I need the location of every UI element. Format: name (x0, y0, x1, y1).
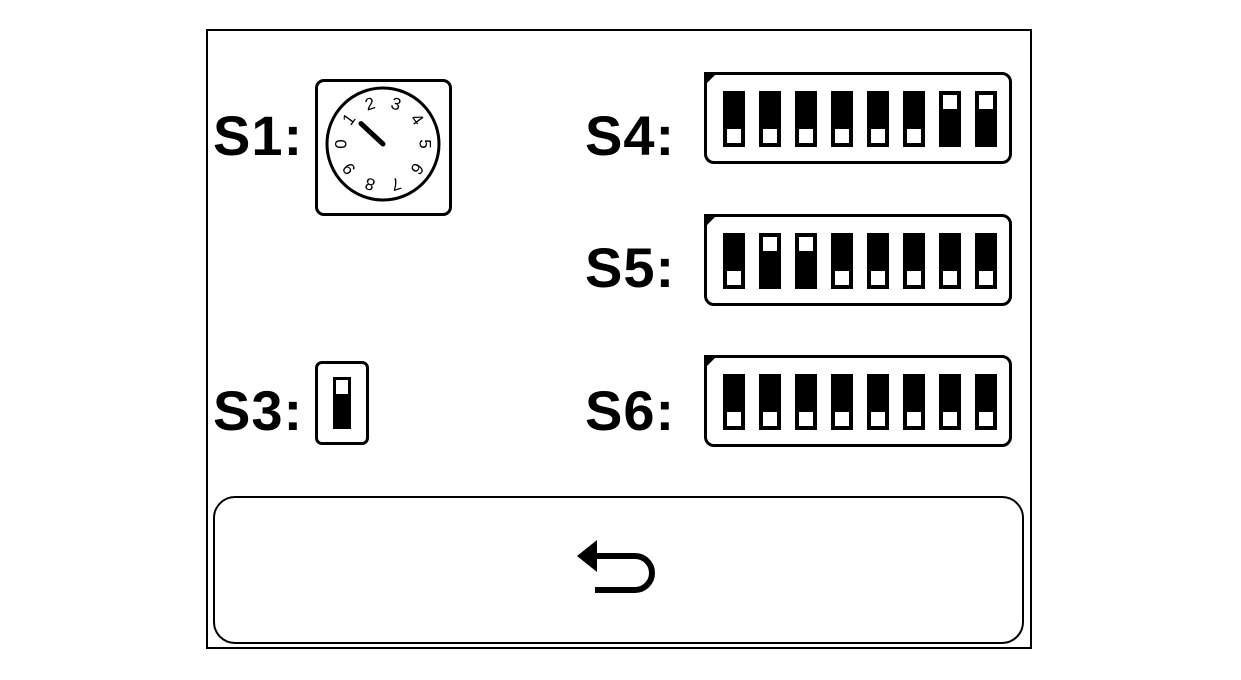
s3-knob (336, 380, 348, 394)
s3-slide-switch[interactable] (315, 361, 369, 445)
rotary-pointer (358, 121, 386, 147)
switch-knob (979, 95, 993, 109)
s4-switch-5[interactable] (867, 91, 889, 147)
s4-switch-6[interactable] (903, 91, 925, 147)
s3-slot (333, 377, 351, 429)
s4-dip-switch (704, 72, 1012, 164)
switch-knob (907, 412, 921, 426)
switch-knob (727, 129, 741, 143)
s5-switch-4[interactable] (831, 233, 853, 289)
switch-knob (763, 412, 777, 426)
s4-switch-1[interactable] (723, 91, 745, 147)
switch-knob (943, 412, 957, 426)
s6-switch-6[interactable] (903, 374, 925, 430)
switch-knob (943, 271, 957, 285)
switch-knob (979, 271, 993, 285)
s5-switch-6[interactable] (903, 233, 925, 289)
s5-switch-3[interactable] (795, 233, 817, 289)
switch-knob (871, 271, 885, 285)
switch-knob (943, 95, 957, 109)
s6-switch-5[interactable] (867, 374, 889, 430)
s6-switch-8[interactable] (975, 374, 997, 430)
switch-knob (727, 271, 741, 285)
switch-knob (907, 129, 921, 143)
s5-switch-2[interactable] (759, 233, 781, 289)
switch-knob (799, 237, 813, 251)
back-button[interactable] (213, 496, 1024, 644)
s1-label: S1: (213, 104, 304, 167)
s6-switch-2[interactable] (759, 374, 781, 430)
dial-digit-5: 5 (416, 139, 435, 148)
s3-label: S3: (213, 379, 304, 442)
switch-knob (835, 129, 849, 143)
s6-dip-switch (704, 355, 1012, 447)
switch-knob (763, 237, 777, 251)
s4-switch-2[interactable] (759, 91, 781, 147)
s5-switch-8[interactable] (975, 233, 997, 289)
s5-switch-5[interactable] (867, 233, 889, 289)
switch-knob (871, 412, 885, 426)
s5-dip-switch (704, 214, 1012, 306)
switch-knob (871, 129, 885, 143)
s5-switch-7[interactable] (939, 233, 961, 289)
s5-switch-1[interactable] (723, 233, 745, 289)
s4-switch-7[interactable] (939, 91, 961, 147)
undo-arrow-icon (577, 540, 655, 593)
switch-knob (907, 271, 921, 285)
pin1-notch (704, 72, 718, 86)
switch-knob (763, 129, 777, 143)
switch-knob (835, 412, 849, 426)
s4-switch-8[interactable] (975, 91, 997, 147)
switch-knob (979, 412, 993, 426)
s6-switch-4[interactable] (831, 374, 853, 430)
s4-switch-3[interactable] (795, 91, 817, 147)
switch-knob (799, 412, 813, 426)
switch-knob (835, 271, 849, 285)
s6-switch-7[interactable] (939, 374, 961, 430)
s4-label: S4: (585, 104, 676, 167)
s6-switch-1[interactable] (723, 374, 745, 430)
s6-switch-3[interactable] (795, 374, 817, 430)
switch-knob (799, 129, 813, 143)
s6-label: S6: (585, 379, 676, 442)
s5-label: S5: (585, 236, 676, 299)
pin1-notch (704, 355, 718, 369)
switch-knob (727, 412, 741, 426)
dial-digit-0: 0 (332, 139, 351, 148)
pin1-notch (704, 214, 718, 228)
s4-switch-4[interactable] (831, 91, 853, 147)
